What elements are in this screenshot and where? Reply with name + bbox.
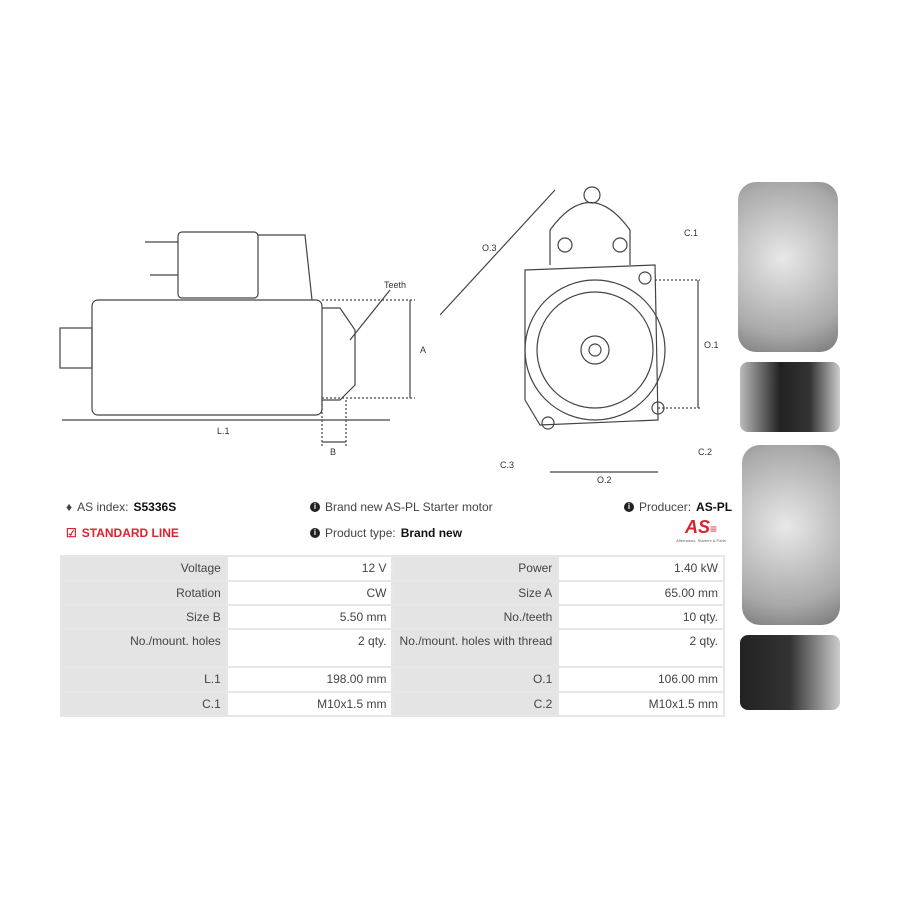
spec-label: C.2 xyxy=(391,691,560,717)
dim-a-label: A xyxy=(420,345,427,355)
spec-value: 2 qty. xyxy=(557,628,725,668)
spec-label: C.1 xyxy=(60,691,228,717)
dim-o3-label: O.3 xyxy=(482,243,497,253)
info-icon: i xyxy=(310,502,320,512)
info-icon: i xyxy=(310,528,320,538)
dim-b-label: B xyxy=(330,447,337,457)
spec-label: No./mount. holes with thread xyxy=(391,628,560,668)
spec-label: Size A xyxy=(391,580,560,606)
spec-label: Voltage xyxy=(60,555,228,582)
dim-c2-label: C.2 xyxy=(698,447,713,457)
as-index: ♦ AS index: S5336S xyxy=(66,500,177,514)
dim-l1-label: L.1 xyxy=(217,426,230,436)
spec-value: 12 V xyxy=(225,555,394,582)
dim-c3-label: C.3 xyxy=(500,460,515,470)
product-photo-front xyxy=(738,182,838,352)
spec-value: CW xyxy=(225,580,394,606)
standard-line-badge: ☑ STANDARD LINE xyxy=(66,526,179,540)
spec-value: 198.00 mm xyxy=(225,666,394,693)
product-photo-rear xyxy=(742,445,840,625)
spec-label: L.1 xyxy=(60,666,228,693)
checkbox-icon: ☑ xyxy=(66,526,77,540)
description: i Brand new AS-PL Starter motor xyxy=(310,500,493,514)
as-pl-logo: AS≡ Alternators, Starters & Parts xyxy=(676,517,726,543)
dim-o1-label: O.1 xyxy=(704,340,719,350)
product-type: i Product type: Brand new xyxy=(310,526,462,540)
spec-value: M10x1.5 mm xyxy=(225,691,394,717)
spec-label: No./mount. holes xyxy=(60,628,228,668)
dim-c1-label: C.1 xyxy=(684,228,699,238)
teeth-label: Teeth xyxy=(384,280,407,290)
spec-label: Size B xyxy=(60,604,228,630)
product-photo-side xyxy=(740,362,840,432)
spec-label: Rotation xyxy=(60,580,228,606)
spec-value: 2 qty. xyxy=(225,628,394,668)
producer: i Producer: AS-PL xyxy=(624,500,732,514)
spec-value: 65.00 mm xyxy=(557,580,725,606)
info-icon: i xyxy=(624,502,634,512)
dim-o2-label: O.2 xyxy=(597,475,612,485)
spec-value: 106.00 mm xyxy=(557,666,725,693)
tag-icon: ♦ xyxy=(66,500,73,514)
spec-value: 10 qty. xyxy=(557,604,725,630)
spec-value: 1.40 kW xyxy=(557,555,725,582)
product-photo-angle xyxy=(740,635,840,710)
spec-label: No./teeth xyxy=(391,604,560,630)
spec-value: M10x1.5 mm xyxy=(557,691,725,717)
side-view-drawing xyxy=(59,231,415,448)
spec-label: O.1 xyxy=(391,666,560,693)
spec-value: 5.50 mm xyxy=(225,604,394,630)
front-view-drawing xyxy=(440,186,700,473)
spec-label: Power xyxy=(391,555,560,582)
